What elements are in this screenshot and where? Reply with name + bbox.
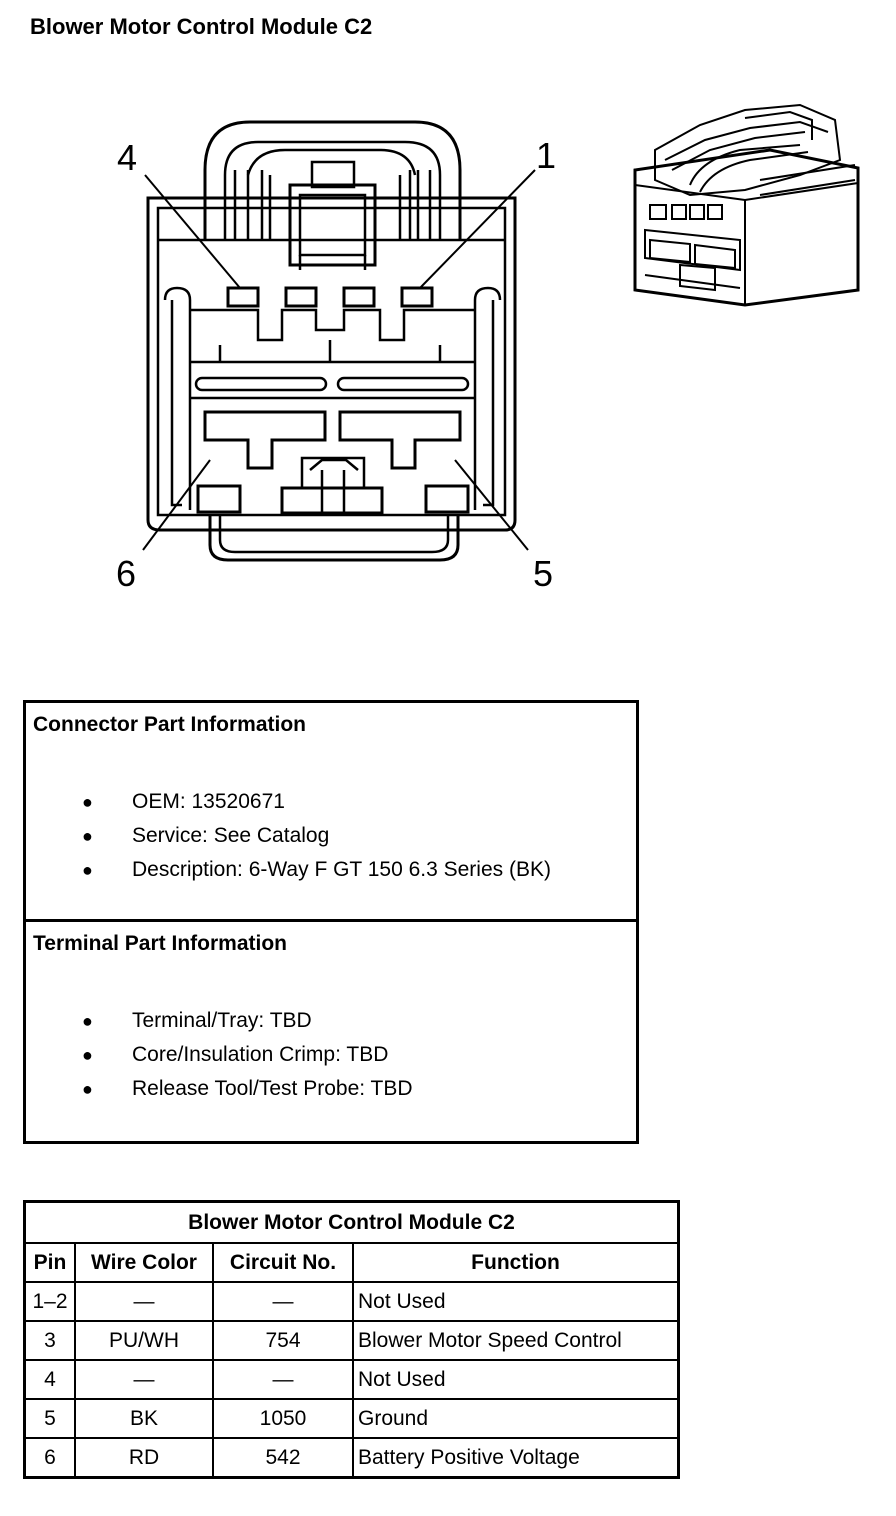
connector-info-heading: Connector Part Information — [33, 713, 307, 736]
cell-pin: 1–2 — [23, 1281, 76, 1322]
table-row: 4 — — Not Used — [23, 1359, 680, 1400]
page-title: Blower Motor Control Module C2 — [30, 14, 373, 39]
list-item: ● Core/Insulation Crimp: TBD — [82, 1038, 413, 1072]
table-row: 3 PU/WH 754 Blower Motor Speed Control — [23, 1320, 680, 1361]
bullet-icon: ● — [82, 1079, 93, 1099]
pin-label-6: 6 — [116, 553, 136, 594]
cell-function: Ground — [352, 1398, 680, 1439]
cell-pin: 3 — [23, 1320, 76, 1361]
bullet-icon: ● — [82, 1045, 93, 1065]
cell-wire-color: — — [74, 1281, 214, 1322]
cell-wire-color: RD — [74, 1437, 214, 1479]
part-info-box: Connector Part Information ● OEM: 1352067… — [23, 700, 639, 1144]
connector-isometric-view — [633, 103, 860, 307]
cell-wire-color: — — [74, 1359, 214, 1400]
terminal-info-heading: Terminal Part Information — [33, 932, 287, 955]
bullet-icon: ● — [82, 826, 93, 846]
terminal-tray: Terminal/Tray: TBD — [132, 1009, 312, 1032]
bullet-icon: ● — [82, 1011, 93, 1031]
pin-labels: 4 1 6 5 — [116, 135, 556, 594]
connector-service: Service: See Catalog — [132, 824, 330, 847]
list-item: ● Terminal/Tray: TBD — [82, 1004, 413, 1038]
pin-label-5: 5 — [533, 553, 553, 594]
connector-part-info: Connector Part Information ● OEM: 1352067… — [26, 703, 636, 919]
terminal-part-info: Terminal Part Information ● Terminal/Tray… — [26, 919, 636, 1138]
cell-function: Not Used — [352, 1281, 680, 1322]
pin-label-4: 4 — [117, 137, 137, 178]
header-function: Function — [352, 1242, 680, 1283]
cell-wire-color: PU/WH — [74, 1320, 214, 1361]
connector-face-view — [146, 120, 517, 562]
list-item: ● Service: See Catalog — [82, 819, 551, 853]
cell-circuit: 542 — [212, 1437, 354, 1479]
connector-description: Description: 6-Way F GT 150 6.3 Series (… — [132, 858, 551, 881]
terminal-release-tool: Release Tool/Test Probe: TBD — [132, 1077, 413, 1100]
cell-pin: 6 — [23, 1437, 76, 1479]
pin-table-header-row: Pin Wire Color Circuit No. Function — [23, 1242, 680, 1283]
terminal-info-list: ● Terminal/Tray: TBD ● Core/Insulation Cri… — [82, 1004, 413, 1106]
pin-table: Blower Motor Control Module C2 Pin Wire … — [23, 1200, 680, 1479]
pin-table-caption: Blower Motor Control Module C2 — [23, 1200, 680, 1244]
bullet-icon: ● — [82, 792, 93, 812]
cell-circuit: — — [212, 1281, 354, 1322]
cell-pin: 4 — [23, 1359, 76, 1400]
connector-oem: OEM: 13520671 — [132, 790, 285, 813]
table-row: 6 RD 542 Battery Positive Voltage — [23, 1437, 680, 1479]
connector-diagram: 4 1 6 5 — [116, 103, 860, 594]
terminal-crimp: Core/Insulation Crimp: TBD — [132, 1043, 389, 1066]
header-circuit-no: Circuit No. — [212, 1242, 354, 1283]
header-pin: Pin — [23, 1242, 76, 1283]
cell-circuit: — — [212, 1359, 354, 1400]
cell-function: Not Used — [352, 1359, 680, 1400]
list-item: ● Release Tool/Test Probe: TBD — [82, 1072, 413, 1106]
cell-function: Battery Positive Voltage — [352, 1437, 680, 1479]
bullet-icon: ● — [82, 860, 93, 880]
cell-function: Blower Motor Speed Control — [352, 1320, 680, 1361]
pin-leader-lines — [142, 169, 536, 551]
cell-wire-color: BK — [74, 1398, 214, 1439]
table-row: 1–2 — — Not Used — [23, 1281, 680, 1322]
cell-circuit: 1050 — [212, 1398, 354, 1439]
connector-info-list: ● OEM: 13520671 ● Service: See Catalog ● De… — [82, 785, 551, 887]
cell-circuit: 754 — [212, 1320, 354, 1361]
list-item: ● OEM: 13520671 — [82, 785, 551, 819]
cell-pin: 5 — [23, 1398, 76, 1439]
pin-label-1: 1 — [536, 135, 556, 176]
header-wire-color: Wire Color — [74, 1242, 214, 1283]
table-row: 5 BK 1050 Ground — [23, 1398, 680, 1439]
list-item: ● Description: 6-Way F GT 150 6.3 Series … — [82, 853, 551, 887]
